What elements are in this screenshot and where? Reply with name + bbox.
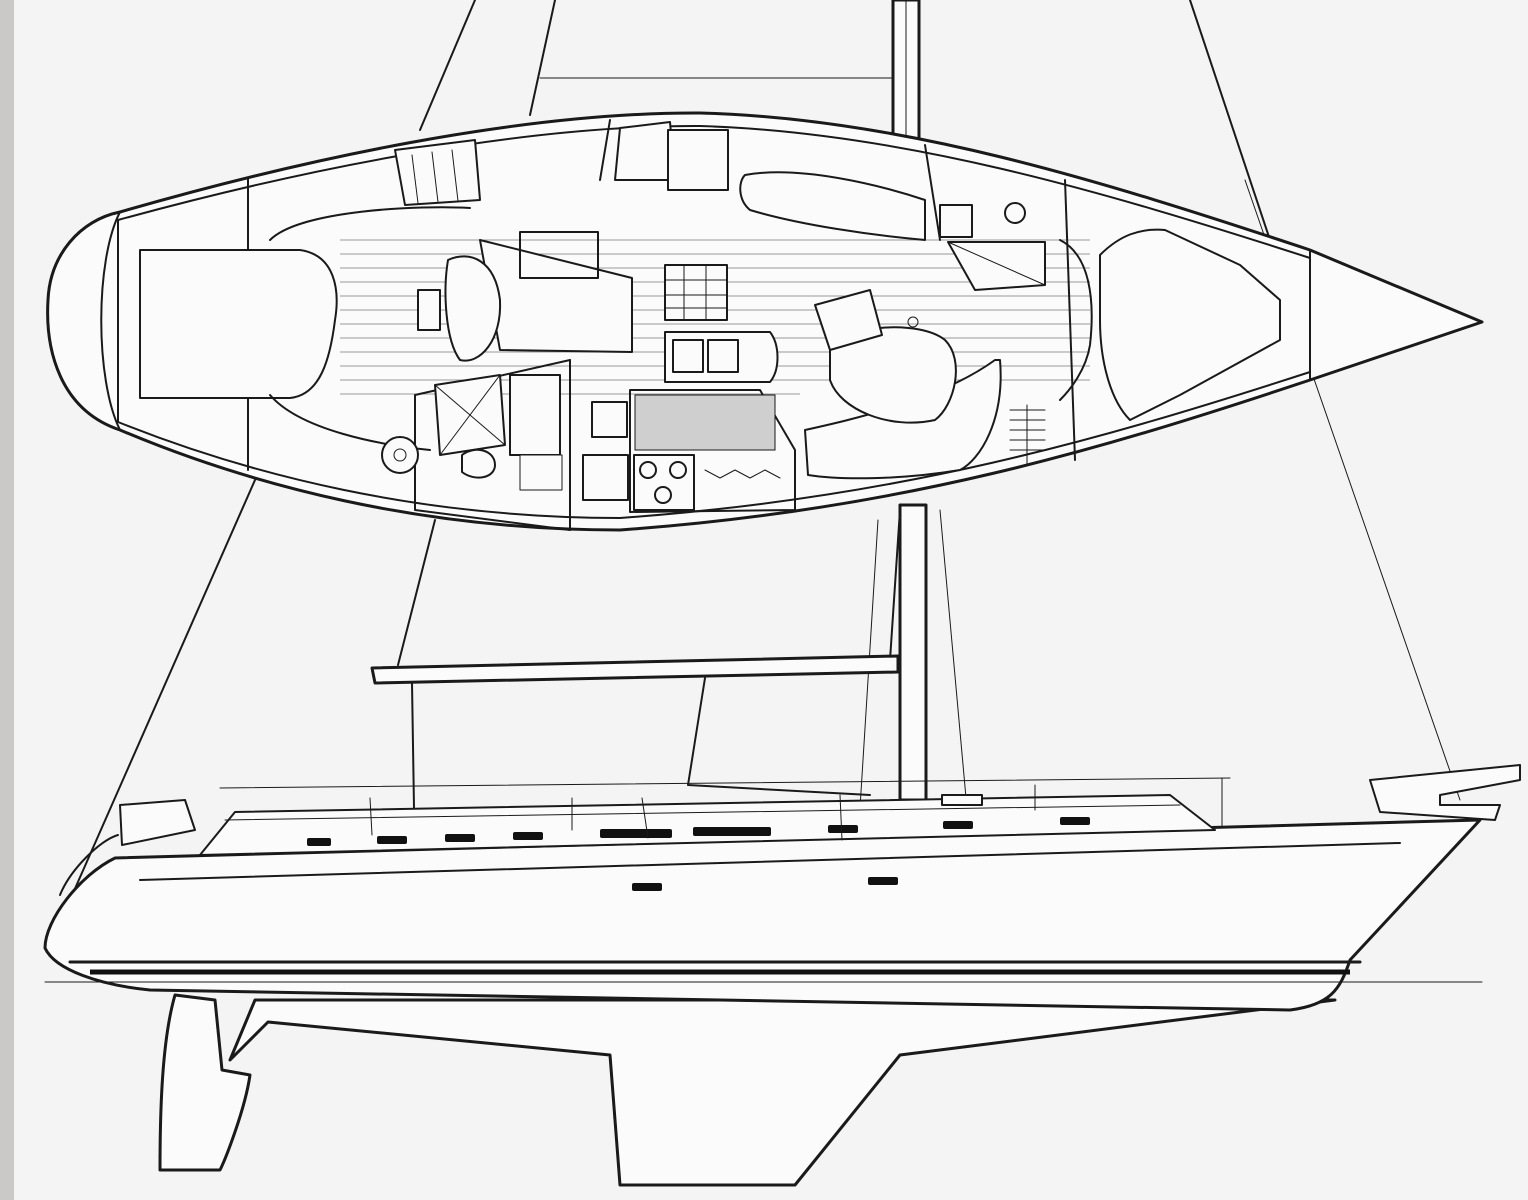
burner-icon: [639, 461, 657, 479]
bulkhead-fwd-saloon: [924, 144, 941, 241]
stern-pulpit: [119, 799, 196, 846]
nav-seat: [444, 255, 502, 362]
mast-pulpit-rail: [641, 797, 649, 839]
galley-drawers: [664, 264, 728, 321]
headsail-leech: [1189, 0, 1271, 241]
rudder-icon: [158, 993, 252, 1172]
mast-lower: [898, 503, 928, 802]
galley-counter: [629, 389, 796, 513]
step-line: [431, 151, 439, 203]
hull-portlight-icon: [632, 883, 662, 891]
mainsail-outline: [419, 0, 556, 131]
boom: [370, 654, 900, 809]
bow-pulpit: [1369, 764, 1521, 821]
nav-stool: [417, 289, 441, 331]
portlight-icon: [828, 825, 858, 833]
galley-locker-2: [591, 401, 628, 438]
step-line: [411, 154, 419, 204]
lifeline: [219, 777, 1231, 789]
saloon-table-fold: [519, 231, 599, 279]
backstay: [69, 479, 256, 901]
step-line: [451, 149, 459, 202]
stanchion: [369, 797, 373, 836]
forecabin-ladder: [1009, 404, 1046, 466]
shower-diag: [947, 241, 1046, 286]
portlight-icon: [513, 832, 543, 840]
galley-fridge-hatch: [634, 394, 776, 451]
mainsail-lower: [397, 509, 901, 666]
bulkhead-forecabin: [1064, 179, 1076, 461]
hanging-locker: [509, 374, 561, 456]
portlight-icon: [693, 827, 771, 836]
port-locker: [667, 129, 729, 191]
shroud-fwd: [939, 509, 969, 821]
boom-spar: [370, 654, 900, 685]
keel-icon: [228, 998, 1337, 1187]
portlight-icon: [943, 821, 973, 829]
forward-head-toilet: [939, 204, 973, 238]
coachroof-handrail: [224, 804, 1181, 821]
forward-head-sink: [1004, 202, 1026, 224]
saloon-chair: [814, 289, 883, 351]
shroud-aft: [857, 519, 879, 841]
galley-shelf: [704, 469, 781, 479]
galley-locker: [582, 454, 629, 501]
portlight-icon: [1060, 817, 1090, 825]
port-cabinet: [614, 121, 676, 181]
aft-berth: [139, 249, 338, 399]
profile-hull: [43, 764, 1521, 1187]
accommodation-plan: [46, 111, 1484, 532]
plan-hull-outline: [46, 111, 1484, 532]
saloon-settee-port: [739, 171, 926, 241]
mast-icon: [907, 316, 919, 328]
stanchion: [839, 794, 843, 841]
plan-transom: [100, 211, 121, 431]
burner-icon: [669, 461, 687, 479]
boom-vang: [411, 682, 415, 809]
cockpit-winch-hub: [393, 448, 407, 462]
forecabin-curve: [1059, 239, 1093, 401]
portlight-icon: [377, 836, 407, 844]
mast-step: [941, 794, 983, 806]
left-edge-strip: [0, 0, 14, 1200]
bulkhead-aft-saloon: [599, 119, 611, 181]
sink-basin-left: [672, 339, 704, 373]
hull-portlight-icon: [868, 877, 898, 885]
shower-diag: [439, 374, 501, 456]
cockpit-winch: [381, 436, 419, 474]
locker-grid: [519, 454, 563, 491]
portlight-icon: [307, 838, 331, 846]
saloon-table: [829, 326, 957, 424]
burner-icon: [654, 486, 672, 504]
portlight-icon: [445, 834, 475, 842]
sink-basin-right: [707, 339, 739, 373]
stern-counter: [59, 834, 119, 896]
v-berth: [1099, 228, 1281, 421]
toilet-icon: [461, 448, 496, 479]
sheer-stripe: [139, 842, 1401, 881]
portlight-icon: [600, 829, 672, 838]
rigging: [69, 0, 1461, 901]
headsail-lower: [687, 677, 871, 796]
